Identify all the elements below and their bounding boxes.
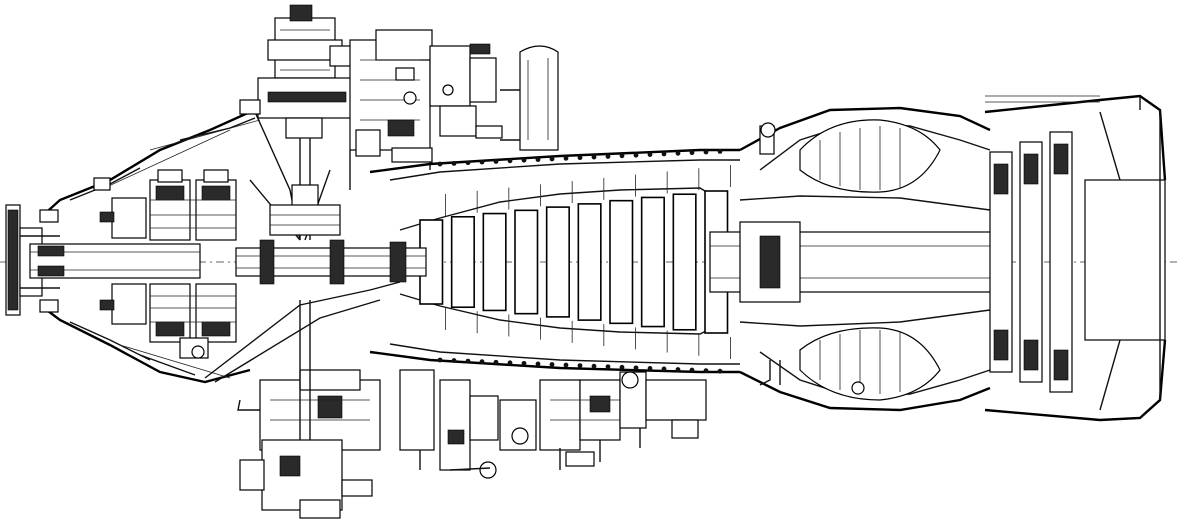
casing-bolt bbox=[493, 359, 499, 365]
compressor-stage bbox=[482, 212, 507, 312]
turbine-blade-lower bbox=[1053, 349, 1069, 381]
casing-bolt bbox=[675, 367, 681, 372]
turbine-section bbox=[984, 94, 1167, 422]
casing-bolt bbox=[605, 154, 611, 159]
compressor-stage bbox=[545, 206, 570, 318]
casing-bolt bbox=[563, 155, 569, 161]
turbine-blade-upper bbox=[993, 163, 1009, 195]
casing-bolt bbox=[437, 161, 443, 167]
turbine-blade-lower bbox=[993, 329, 1009, 361]
casing-bolts-top bbox=[437, 149, 723, 167]
casing-bolt bbox=[661, 151, 667, 157]
turbine-disc bbox=[1019, 141, 1043, 383]
casing-bolt bbox=[549, 156, 555, 162]
casing-bolt bbox=[465, 358, 471, 364]
casing-bolt bbox=[479, 359, 485, 365]
casing-bolt bbox=[605, 364, 611, 370]
compressor-casing bbox=[369, 148, 740, 374]
casing-bolt bbox=[451, 160, 457, 166]
casing-bolt bbox=[619, 153, 625, 159]
fuel-control-unit-top bbox=[349, 29, 503, 190]
casing-bolt bbox=[703, 149, 709, 155]
casing-bolt bbox=[521, 157, 527, 163]
casing-bolt bbox=[577, 155, 583, 161]
casing-bolts-bottom bbox=[437, 357, 723, 374]
turbine-blade-upper bbox=[1053, 143, 1069, 175]
compressor-stage bbox=[640, 196, 665, 328]
turbine-disc bbox=[989, 151, 1013, 373]
casing-bolt bbox=[451, 358, 457, 363]
reduction-gearbox bbox=[39, 106, 271, 384]
fuel-pump-assembly bbox=[399, 369, 707, 479]
combustion-chamber-lower bbox=[739, 309, 991, 412]
casing-bolt bbox=[507, 158, 513, 164]
turbine-blade-upper bbox=[1023, 153, 1039, 185]
casing-bolt bbox=[647, 152, 653, 157]
compressor-stage bbox=[577, 203, 602, 321]
casing-bolt bbox=[507, 360, 513, 366]
casing-bolt bbox=[521, 360, 527, 366]
casing-bolt bbox=[493, 159, 499, 164]
casing-bolt bbox=[591, 363, 597, 369]
casing-bolt bbox=[675, 150, 681, 156]
air-intake-elbow bbox=[500, 45, 559, 151]
casing-bolt bbox=[563, 362, 569, 368]
casing-bolt bbox=[549, 362, 555, 367]
compressor-stage bbox=[609, 199, 634, 325]
propeller-shaft-flange bbox=[5, 204, 201, 316]
casing-bolt bbox=[647, 366, 653, 371]
casing-bolt bbox=[633, 152, 639, 158]
casing-bolt bbox=[661, 366, 667, 372]
top-accessory-drive bbox=[239, 4, 355, 240]
casing-bolt bbox=[535, 361, 541, 367]
main-shaft bbox=[235, 221, 1001, 303]
turbine-blade-lower bbox=[1023, 339, 1039, 371]
casing-bolt bbox=[717, 149, 723, 154]
turbine-disc bbox=[1049, 131, 1073, 393]
lower-accessory-gearbox bbox=[239, 300, 381, 519]
casing-bolt bbox=[437, 357, 443, 363]
compressor-stage bbox=[672, 193, 697, 331]
casing-bolt bbox=[717, 368, 723, 374]
compressor-stage bbox=[450, 215, 475, 309]
casing-bolt bbox=[633, 365, 639, 371]
casing-bolt bbox=[465, 160, 471, 166]
casing-bolt bbox=[591, 154, 597, 160]
casing-bolt bbox=[703, 368, 709, 374]
compressor-stage bbox=[514, 209, 539, 315]
casing-bolt bbox=[577, 363, 583, 368]
compressor-rotor bbox=[419, 165, 731, 359]
casing-bolt bbox=[535, 157, 541, 162]
casing-bolt bbox=[619, 364, 625, 370]
casing-bolt bbox=[689, 367, 695, 373]
casing-bolt bbox=[689, 150, 695, 156]
combustion-chamber-upper bbox=[739, 106, 991, 211]
casing-bolt bbox=[479, 159, 485, 165]
